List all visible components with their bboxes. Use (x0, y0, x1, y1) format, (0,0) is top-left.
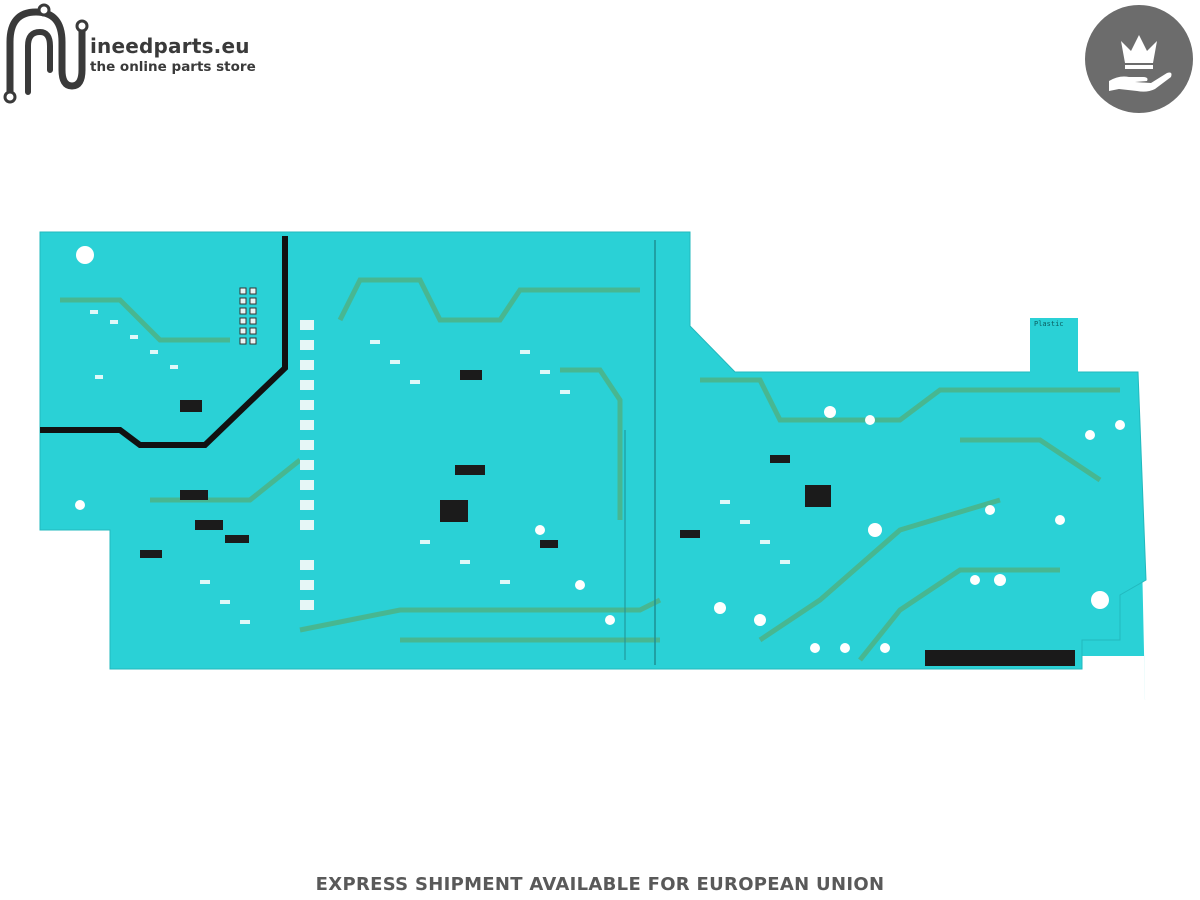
circuit-board-image: Plastic (39, 231, 1147, 700)
brand-tagline: the online parts store (90, 59, 256, 75)
crown-hand-icon (1109, 35, 1172, 92)
tab-label: Plastic (1034, 320, 1064, 328)
brand-logo[interactable]: ineedparts.eu the online parts store (0, 0, 300, 112)
premium-badge (1085, 5, 1193, 113)
shipping-banner: EXPRESS SHIPMENT AVAILABLE FOR EUROPEAN … (315, 874, 885, 895)
brand-mark-icon (3, 3, 89, 104)
brand-name: ineedparts.eu (90, 34, 250, 58)
